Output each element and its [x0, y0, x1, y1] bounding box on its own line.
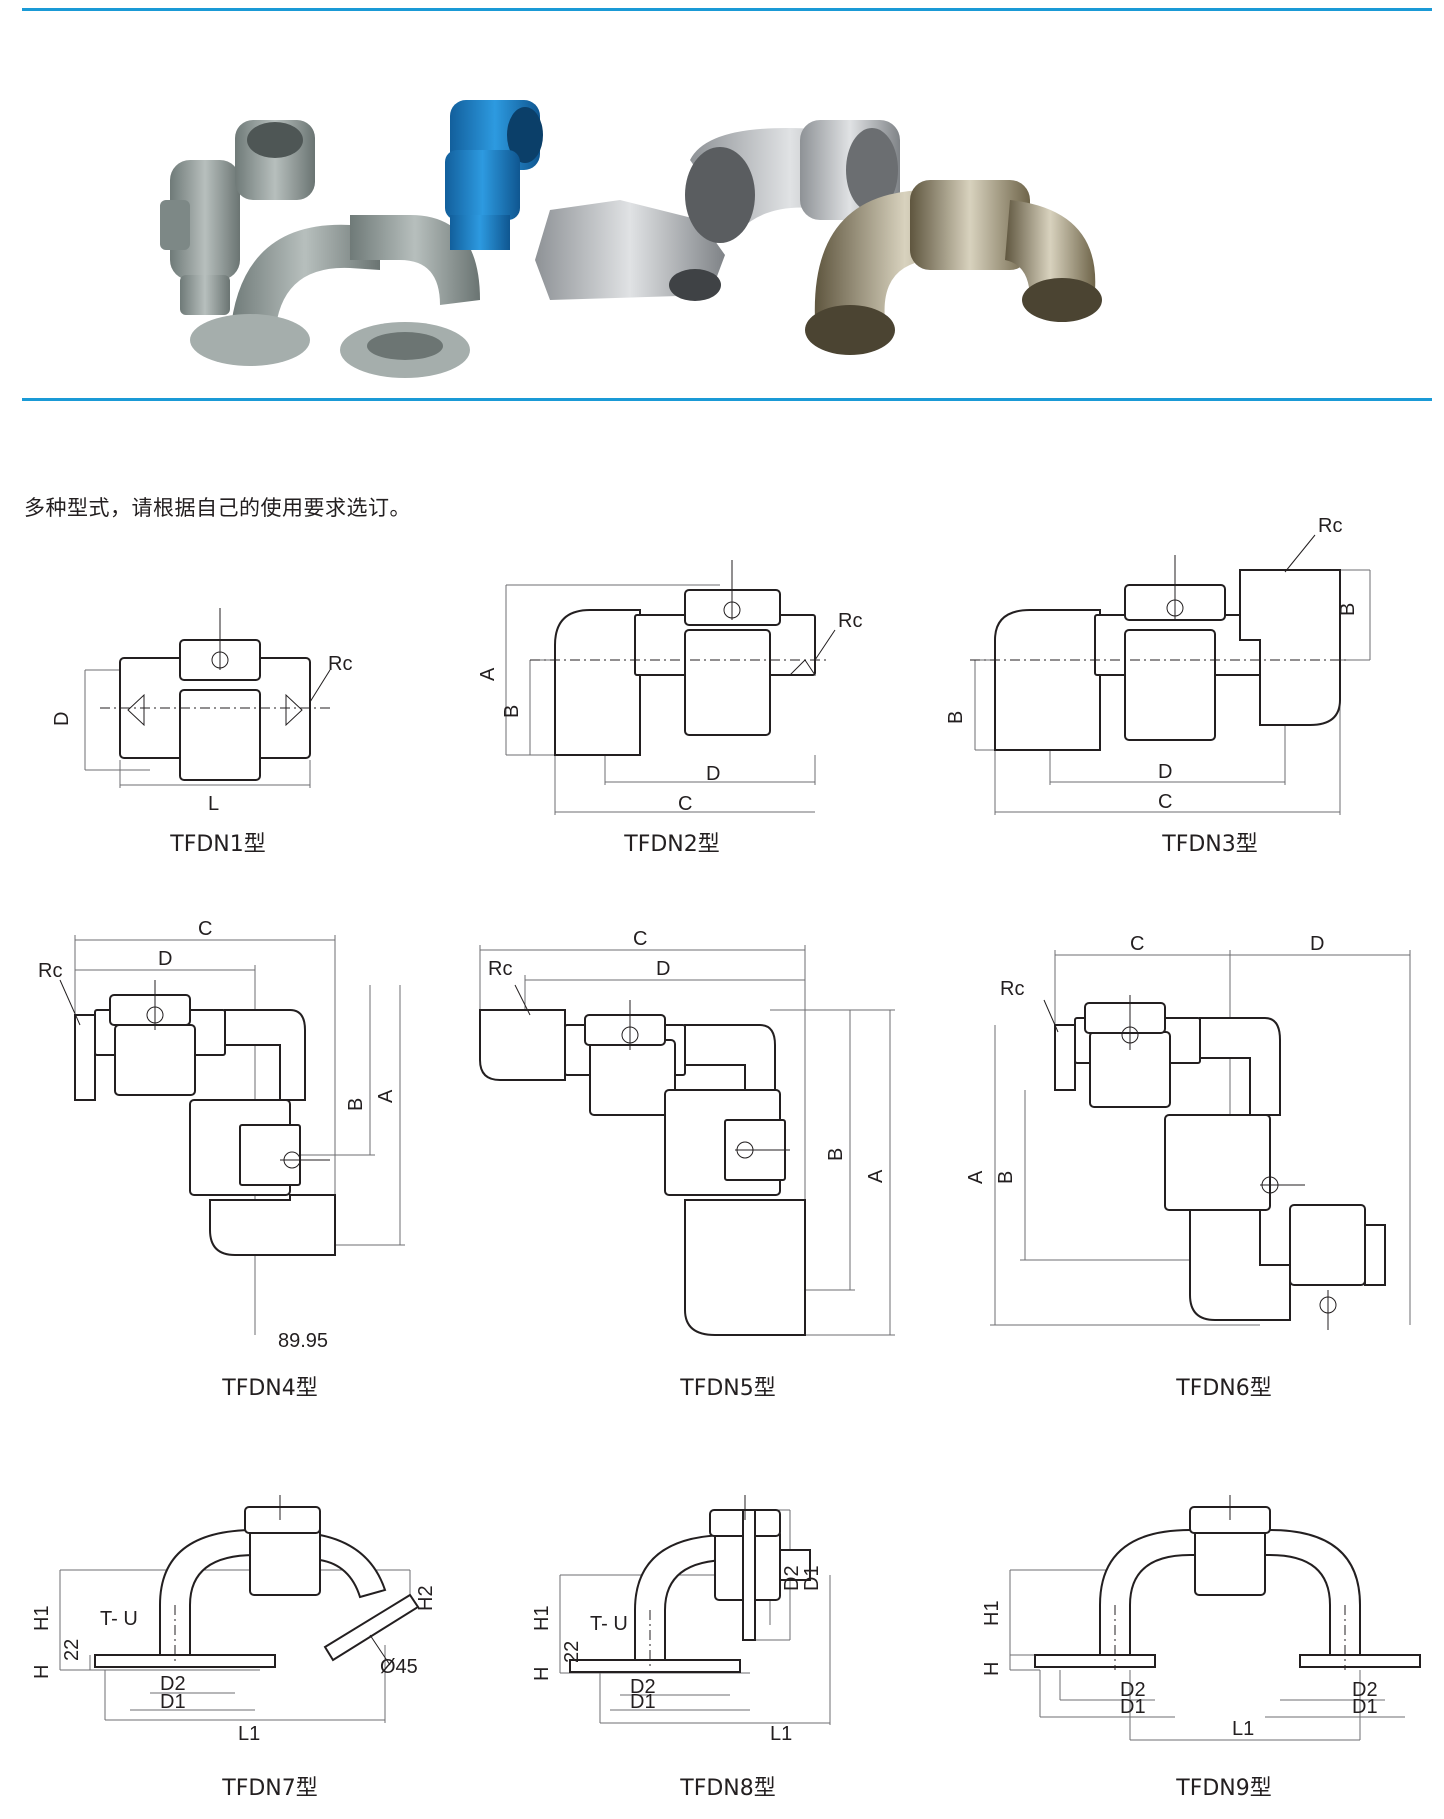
- label-d: D: [656, 958, 670, 980]
- label-a: A: [965, 1170, 987, 1184]
- label-d2-right: D2: [1352, 1679, 1378, 1701]
- label-b: B: [945, 711, 967, 724]
- caption-tfdn3: TFDN3型: [1162, 832, 1258, 857]
- label-d1: D1: [160, 1691, 186, 1713]
- label-l1: L1: [1232, 1718, 1254, 1740]
- label-rc: Rc: [328, 653, 352, 675]
- label-h: H: [531, 1667, 553, 1681]
- label-b: B: [995, 1171, 1017, 1184]
- label-c: C: [1158, 791, 1172, 813]
- label-h1: H1: [531, 1605, 553, 1631]
- label-d2: D2: [630, 1676, 656, 1698]
- label-c: C: [1130, 933, 1144, 955]
- drawing-tfdn5: C D Rc B A: [470, 925, 910, 1365]
- top-rule: [22, 8, 1432, 11]
- label-tu: T- U: [100, 1608, 138, 1630]
- label-rc: Rc: [838, 610, 862, 632]
- gray-flange-joint-photo: [190, 215, 480, 378]
- label-d: D: [51, 712, 73, 726]
- drawing-tfdn4: C D Rc B A 89.95: [30, 915, 430, 1355]
- drawing-tfdn6: C D Rc A B: [960, 933, 1420, 1360]
- label-d: D: [158, 948, 172, 970]
- label-d1: D1: [630, 1691, 656, 1713]
- label-d1-right: D1: [1352, 1696, 1378, 1718]
- caption-tfdn8: TFDN8型: [680, 1776, 776, 1801]
- label-h: H: [31, 1665, 53, 1679]
- label-l1: L1: [238, 1723, 260, 1745]
- label-c: C: [198, 918, 212, 940]
- label-o45: Ø45: [380, 1656, 418, 1678]
- label-d1-side: D1: [801, 1565, 823, 1591]
- drawing-tfdn8: H1 22 H T- U D2 D1 L1 D2 D1: [530, 1495, 930, 1745]
- label-d2-side: D2: [781, 1565, 803, 1591]
- label-h2: H2: [415, 1585, 437, 1611]
- label-h1: H1: [31, 1605, 53, 1631]
- label-8995: 89.95: [278, 1330, 328, 1352]
- label-d: D: [1310, 933, 1324, 955]
- silver-inline-joint-photo: [535, 200, 725, 301]
- label-d: D: [706, 763, 720, 785]
- caption-tfdn9: TFDN9型: [1176, 1776, 1272, 1801]
- label-b-right: B: [1337, 603, 1359, 616]
- steel-elbow-joint-photo: [685, 120, 900, 243]
- intro-text: 多种型式，请根据自己的使用要求选订。: [24, 496, 411, 520]
- caption-tfdn6: TFDN6型: [1176, 1376, 1272, 1401]
- middle-rule: [22, 398, 1432, 401]
- label-l: L: [208, 793, 219, 815]
- label-22: 22: [61, 1639, 83, 1661]
- label-a: A: [477, 667, 499, 681]
- label-d2: D2: [160, 1673, 186, 1695]
- drawing-tfdn7: H1 22 H T- U D2 D1 L1 H2 Ø45: [30, 1495, 470, 1745]
- label-a: A: [375, 1089, 397, 1103]
- label-a: A: [865, 1169, 887, 1183]
- label-d: D: [1158, 761, 1172, 783]
- label-rc: Rc: [1000, 978, 1024, 1000]
- label-d2-left: D2: [1120, 1679, 1146, 1701]
- bronze-elbow-joint-photo: [805, 180, 1102, 355]
- label-d1-left: D1: [1120, 1696, 1146, 1718]
- gray-elbow-joint-photo: [160, 120, 315, 315]
- blue-elbow-joint-photo: [445, 100, 543, 250]
- product-photos: [160, 100, 1102, 378]
- label-c: C: [678, 793, 692, 815]
- caption-tfdn1: TFDN1型: [170, 832, 266, 857]
- label-b: B: [345, 1098, 367, 1111]
- label-tu: T- U: [590, 1613, 628, 1635]
- caption-tfdn2: TFDN2型: [624, 832, 720, 857]
- label-b: B: [825, 1148, 847, 1161]
- label-c: C: [633, 928, 647, 950]
- label-l1: L1: [770, 1723, 792, 1745]
- label-rc: Rc: [488, 958, 512, 980]
- drawing-tfdn1: D L Rc: [40, 520, 352, 820]
- label-h1: H1: [981, 1600, 1003, 1626]
- label-rc: Rc: [1318, 515, 1342, 537]
- label-22: 22: [561, 1641, 583, 1663]
- label-h: H: [981, 1662, 1003, 1676]
- label-rc: Rc: [38, 960, 62, 982]
- label-b: B: [501, 705, 523, 718]
- caption-tfdn4: TFDN4型: [222, 1376, 318, 1401]
- drawing-tfdn3: B D C Rc B: [930, 510, 1380, 830]
- caption-tfdn7: TFDN7型: [222, 1776, 318, 1801]
- drawing-tfdn2: A B D C Rc: [470, 560, 870, 840]
- drawing-tfdn9: H1 H D2 D1 D2 D1 L1: [980, 1495, 1430, 1745]
- caption-tfdn5: TFDN5型: [680, 1376, 776, 1401]
